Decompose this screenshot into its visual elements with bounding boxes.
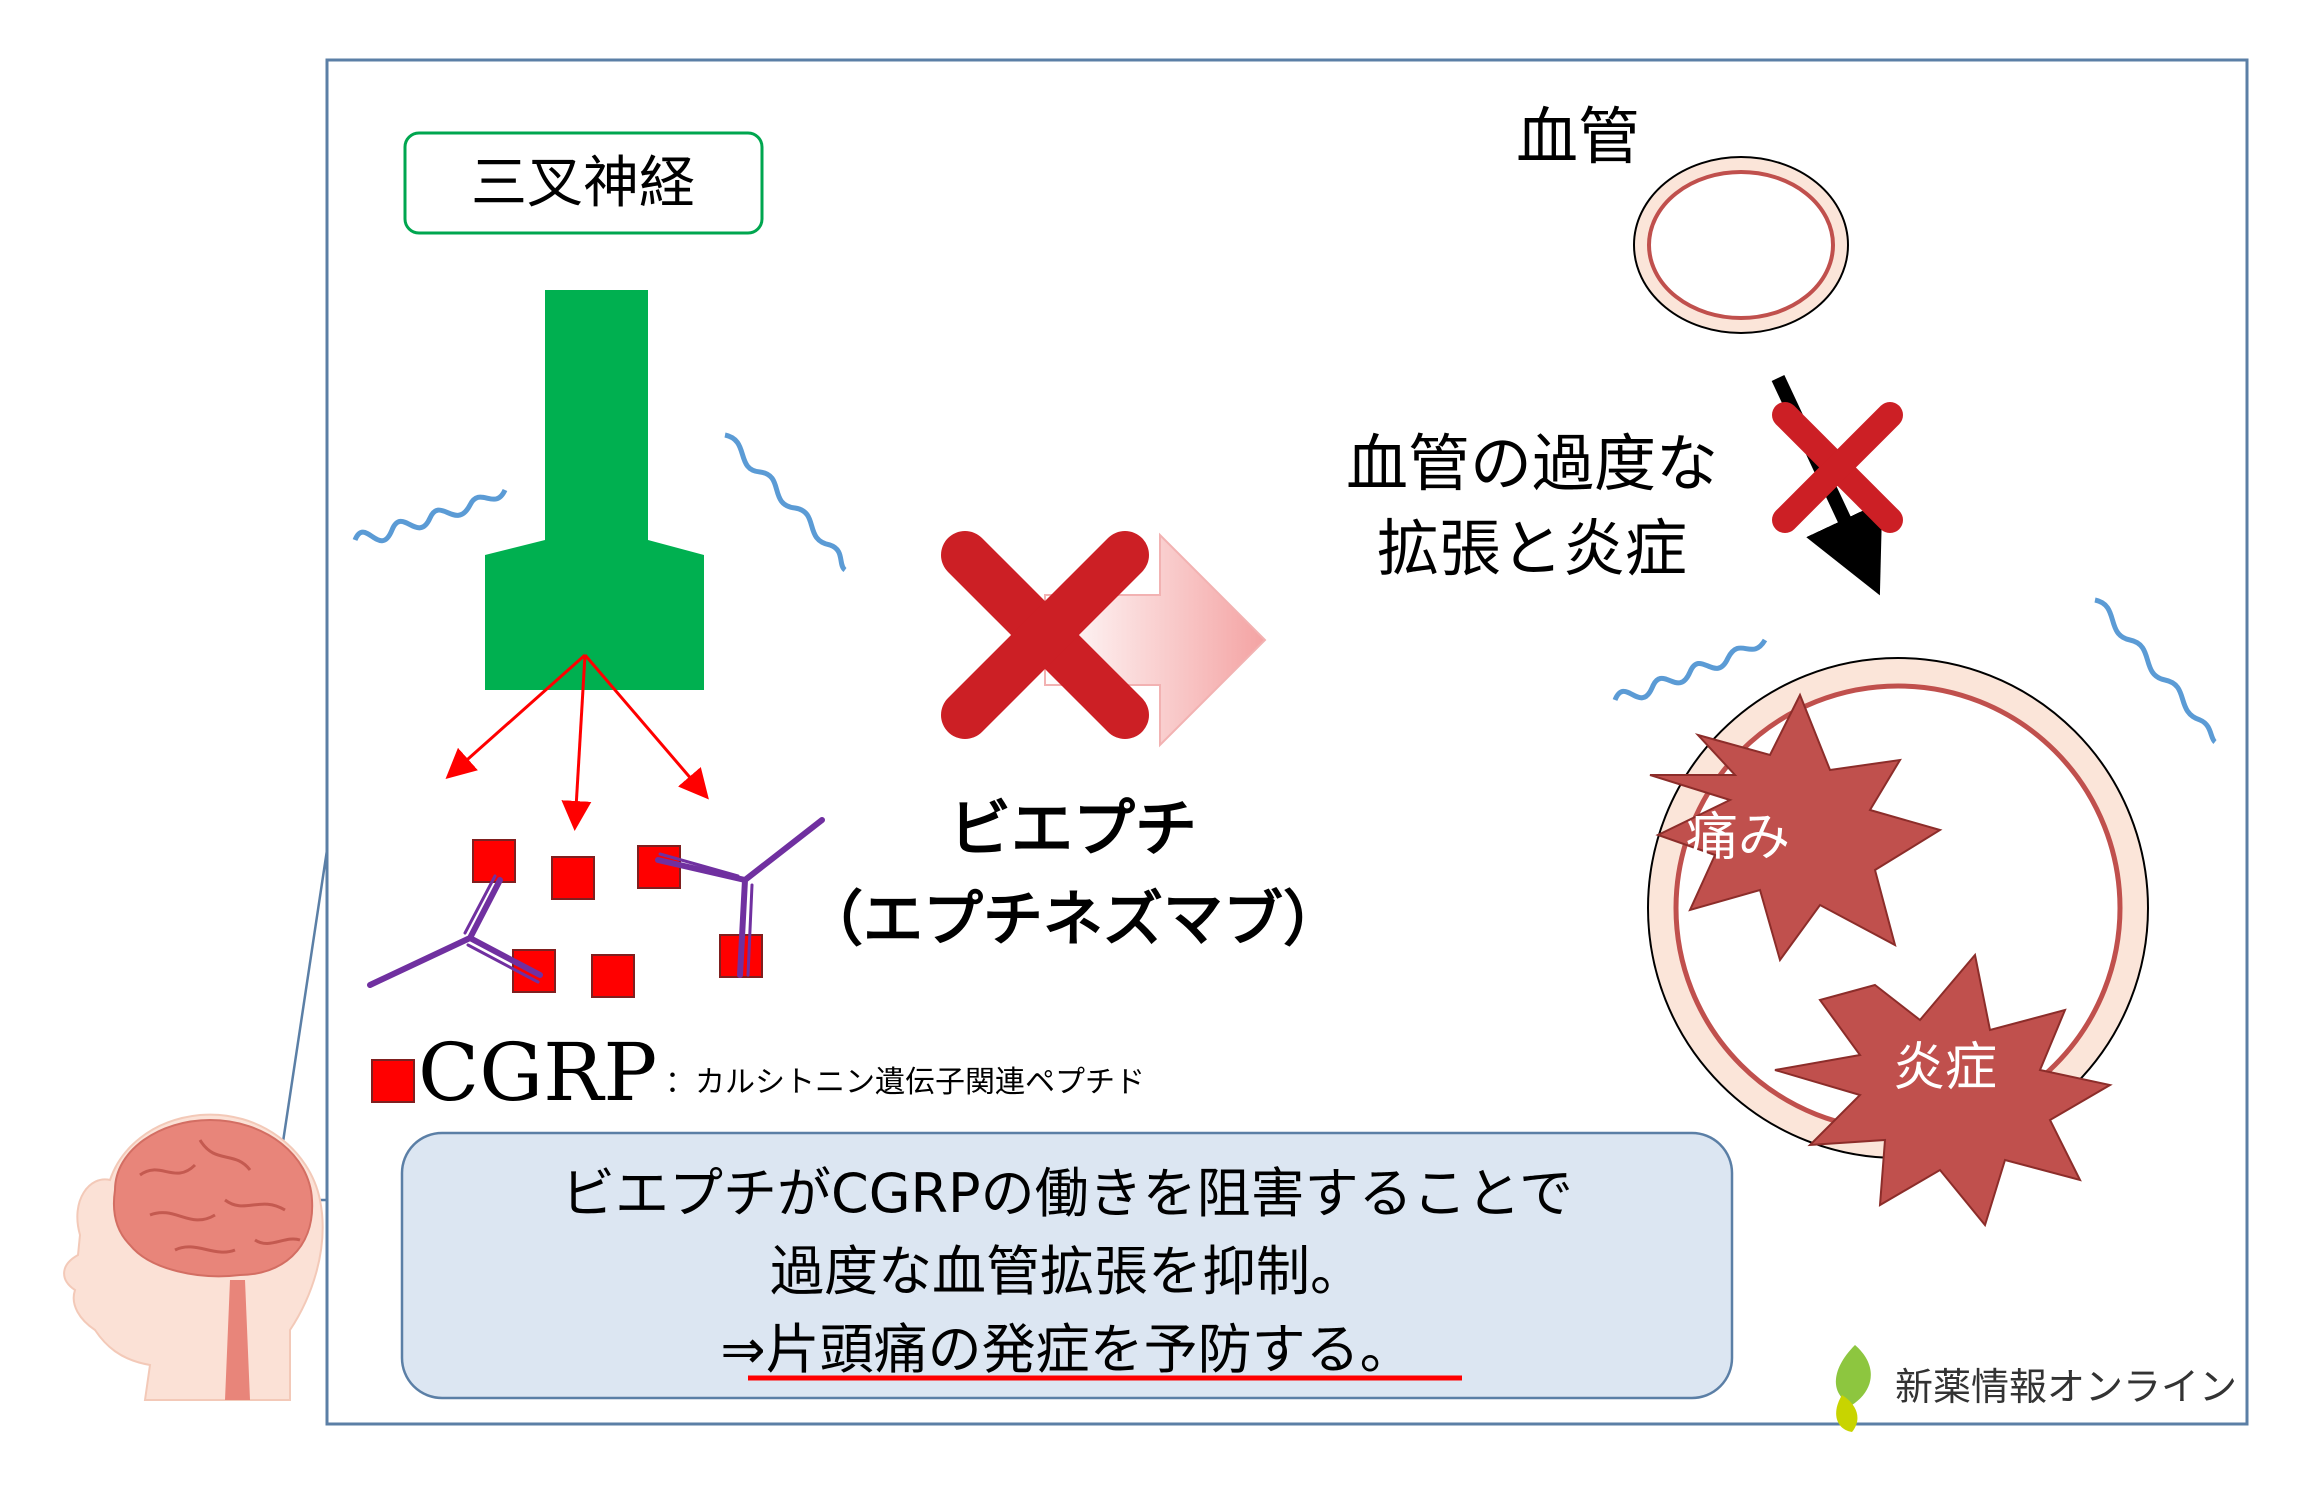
- vessel-effect-line1: 血管の過度な: [1346, 427, 1718, 500]
- brand-name: 新薬情報オンライン: [1895, 1365, 2237, 1409]
- antibody-molecules: [367, 817, 825, 988]
- signal-waves: [352, 432, 2217, 744]
- cgrp-molecules: [472, 839, 763, 998]
- summary-conclusion: 片頭痛の発症を予防する。: [766, 1318, 1414, 1381]
- inflammation-label: 炎症: [1893, 1038, 1997, 1098]
- vessel-effect-line2: 拡張と炎症: [1377, 512, 1687, 585]
- summary-arrow-prefix: ⇒: [720, 1318, 765, 1381]
- block-cross-icon: [941, 531, 1149, 739]
- summary-box: [400, 1131, 1734, 1400]
- nerve-label-box: [403, 131, 764, 235]
- inflammation-burst-icon: [1774, 952, 2113, 1228]
- cgrp-release-arrows: [445, 653, 709, 831]
- brand-logo-icon: [1835, 1345, 1871, 1432]
- head-brain-icon: [63, 1113, 324, 1401]
- callout-line-upper: [273, 849, 329, 1196]
- drug-name: ビエプチ: [949, 792, 1197, 865]
- vessel-label: 血管: [1516, 100, 1640, 173]
- drug-generic-name: （エプチネズマブ）: [803, 885, 1343, 955]
- cgrp-description: ：カルシトニン遺伝子関連ペプチド: [665, 1065, 1145, 1100]
- nerve-terminal-shape: [485, 290, 704, 690]
- pain-burst-icon: [1649, 692, 1943, 963]
- main-frame: [325, 58, 2249, 1426]
- pain-label: 痛み: [1686, 808, 1790, 868]
- cgrp-legend-swatch: [371, 1059, 415, 1103]
- summary-line1: ビエプチがCGRPの働きを阻害することで: [561, 1162, 1573, 1225]
- dilation-block-cross-icon: [1772, 402, 1903, 533]
- nerve-label: 三叉神経: [471, 151, 695, 216]
- cgrp-label: CGRP: [418, 1026, 657, 1119]
- summary-line2: 過度な血管拡張を抑制。: [770, 1240, 1364, 1303]
- summary-line3: ⇒片頭痛の発症を予防する。: [720, 1318, 1413, 1381]
